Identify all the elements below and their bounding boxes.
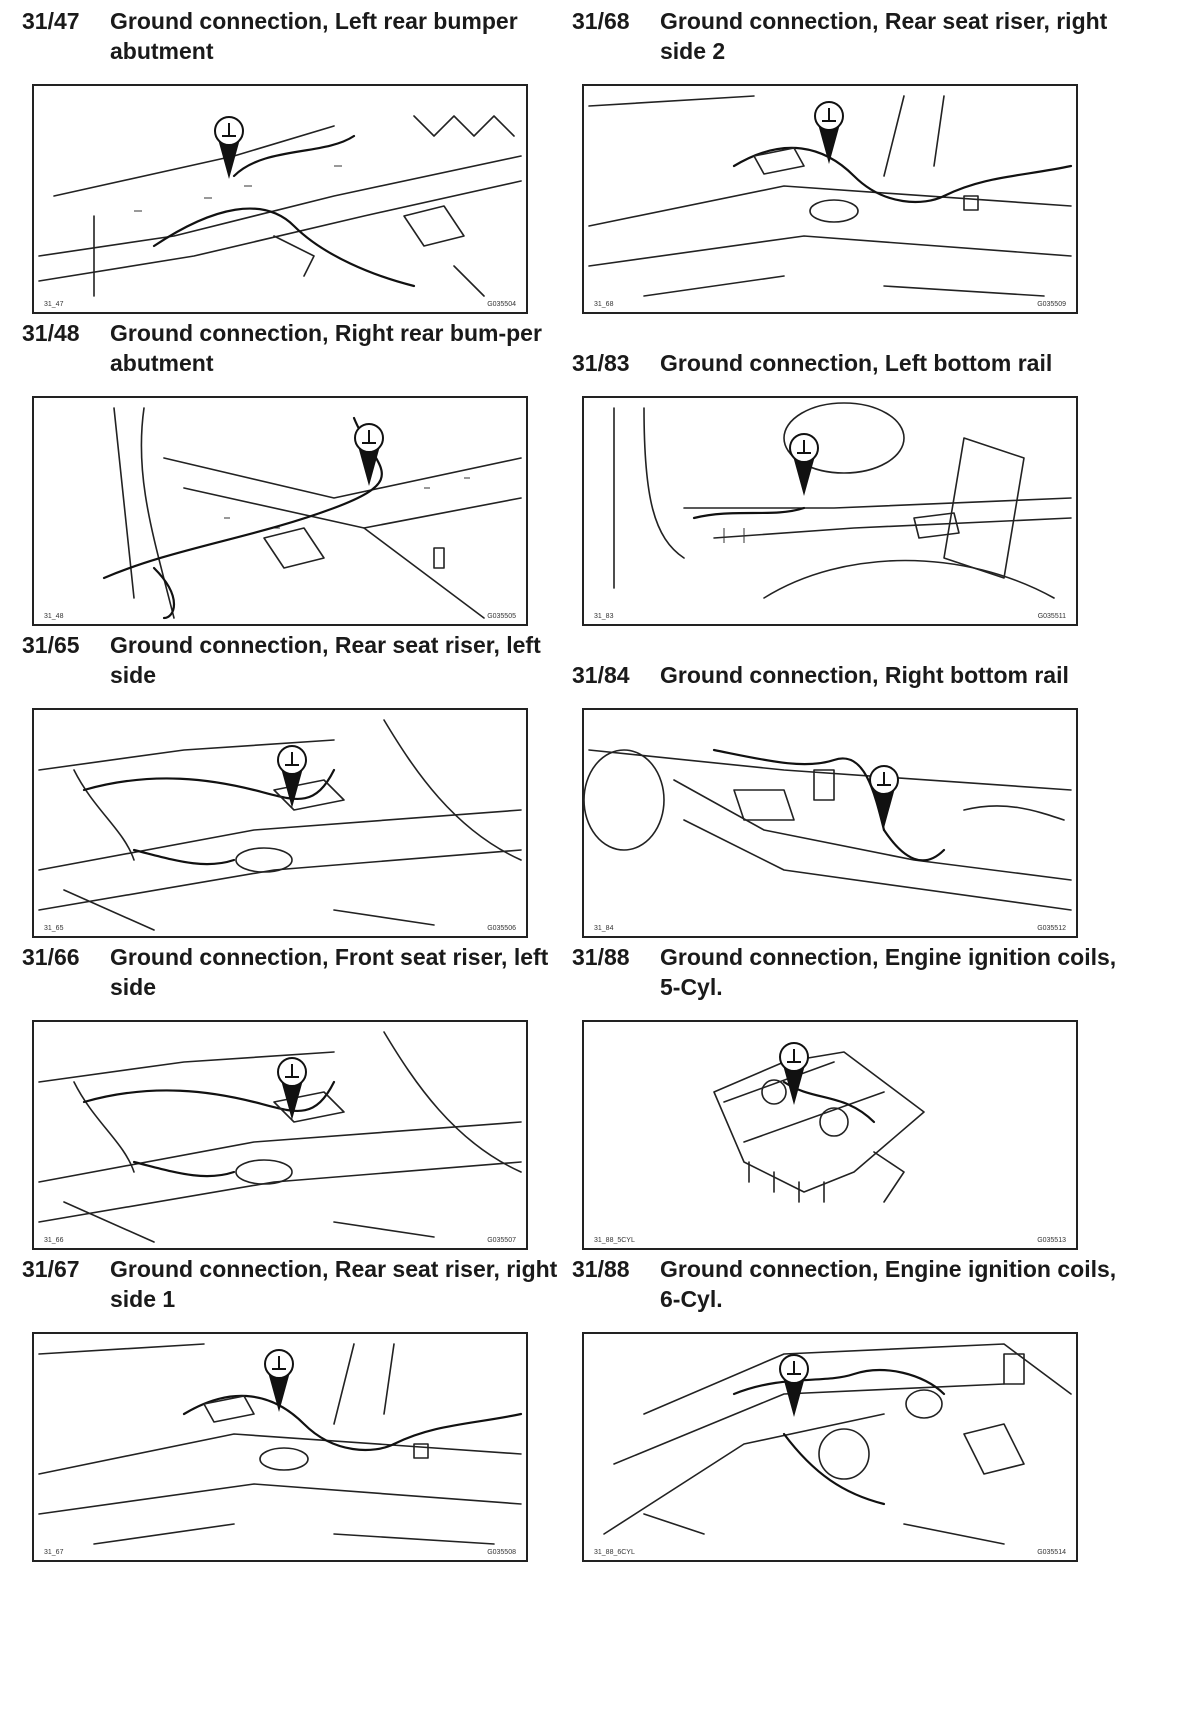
entry-heading: 31/83 Ground connection, Left bottom rai… [572, 348, 1132, 378]
entry-31-84: 31/84 Ground connection, Right bottom ra… [572, 660, 1132, 690]
figure-illustration [102, 407, 522, 620]
entry-title: Ground connection, Left bottom rail [660, 350, 1053, 376]
entry-code: 31/67 [22, 1256, 80, 1282]
figure-id: G035505 [487, 613, 516, 620]
figure-illustration [588, 95, 1073, 297]
figure-label: 31_83 [594, 613, 614, 620]
entry-code: 31/88 [572, 1256, 630, 1282]
entry-title: Ground connection, Engine ignition coils… [660, 944, 1117, 1000]
entry-title: Ground connection, Rear seat riser, righ… [110, 1256, 558, 1312]
entry-heading: 31/68 Ground connection, Rear seat riser… [572, 6, 1132, 66]
figure-31-84: 31_84 G035512 [582, 708, 1078, 938]
figure-31-88-6cyl: 31_88_6CYL G035514 [582, 1332, 1078, 1562]
figure-label: 31_66 [44, 1237, 64, 1244]
figure-id: G035509 [1037, 301, 1066, 308]
figure-illustration [38, 1031, 522, 1243]
figure-id: G035504 [487, 301, 516, 308]
figure-label: 31_68 [594, 301, 614, 308]
entry-heading: 31/66 Ground connection, Front seat rise… [22, 942, 582, 1002]
entry-title: Ground connection, Right rear bum-per ab… [110, 320, 542, 376]
figure-label: 31_47 [44, 301, 64, 308]
entry-heading: 31/88 Ground connection, Engine ignition… [572, 1254, 1132, 1314]
entry-31-65: 31/65 Ground connection, Rear seat riser… [22, 630, 582, 690]
ground-symbol-icon [789, 433, 819, 496]
figure-illustration [603, 1343, 1072, 1545]
entry-31-88-5cyl: 31/88 Ground connection, Engine ignition… [572, 942, 1132, 1002]
figure-id: G035507 [487, 1237, 516, 1244]
ground-symbol-icon [814, 101, 844, 164]
figure-31-67: 31_67 G035508 [32, 1332, 528, 1562]
figure-label: 31_48 [44, 613, 64, 620]
entry-title: Ground connection, Rear seat riser, righ… [660, 8, 1108, 64]
figure-illustration [38, 1343, 523, 1545]
figure-31-47: 31_47 G035504 [32, 84, 528, 314]
figure-label: 31_84 [594, 925, 614, 932]
figure-illustration [584, 748, 1072, 911]
entry-31-66: 31/66 Ground connection, Front seat rise… [22, 942, 582, 1002]
entry-title: Ground connection, Left rear bumper abut… [110, 8, 518, 64]
entry-31-88-6cyl: 31/88 Ground connection, Engine ignition… [572, 1254, 1132, 1314]
figure-id: G035513 [1037, 1237, 1066, 1244]
figure-id: G035514 [1037, 1549, 1066, 1556]
figure-label: 31_88_5CYL [594, 1237, 635, 1244]
figure-label: 31_88_6CYL [594, 1549, 635, 1556]
entry-heading: 31/48 Ground connection, Right rear bum-… [22, 318, 582, 378]
figure-id: G035511 [1037, 613, 1066, 620]
ground-symbol-icon [869, 765, 899, 828]
entry-heading: 31/47 Ground connection, Left rear bumpe… [22, 6, 582, 66]
figure-id: G035508 [487, 1549, 516, 1556]
figure-illustration [38, 719, 522, 931]
entry-title: Ground connection, Front seat riser, lef… [110, 944, 549, 1000]
entry-31-67: 31/67 Ground connection, Rear seat riser… [22, 1254, 582, 1314]
figure-illustration [38, 115, 522, 297]
entry-code: 31/47 [22, 8, 80, 34]
entry-31-47: 31/47 Ground connection, Left rear bumpe… [22, 6, 582, 66]
figure-id: G035512 [1037, 925, 1066, 932]
ground-symbol-icon [277, 745, 307, 808]
entry-code: 31/68 [572, 8, 630, 34]
ground-symbol-icon [779, 1354, 809, 1417]
figure-illustration [713, 1042, 925, 1203]
figure-31-88-5cyl: 31_88_5CYL G035513 [582, 1020, 1078, 1250]
ground-symbol-icon [779, 1042, 809, 1105]
entry-title: Ground connection, Right bottom rail [660, 662, 1069, 688]
entry-31-68: 31/68 Ground connection, Rear seat riser… [572, 6, 1132, 66]
ground-symbol-icon [264, 1349, 294, 1412]
entry-code: 31/48 [22, 320, 80, 346]
ground-symbol-icon [214, 116, 244, 179]
entry-heading: 31/84 Ground connection, Right bottom ra… [572, 660, 1132, 690]
figure-31-65: 31_65 G035506 [32, 708, 528, 938]
figure-31-48: 31_48 G035505 [32, 396, 528, 626]
entry-code: 31/84 [572, 662, 630, 688]
figure-id: G035506 [487, 925, 516, 932]
entry-31-83: 31/83 Ground connection, Left bottom rai… [572, 348, 1132, 378]
figure-label: 31_65 [44, 925, 64, 932]
entry-31-48: 31/48 Ground connection, Right rear bum-… [22, 318, 582, 378]
figure-label: 31_67 [44, 1549, 64, 1556]
ground-symbol-icon [277, 1057, 307, 1120]
entry-heading: 31/67 Ground connection, Rear seat riser… [22, 1254, 582, 1314]
entry-code: 31/88 [572, 944, 630, 970]
entry-code: 31/65 [22, 632, 80, 658]
entry-code: 31/66 [22, 944, 80, 970]
entry-title: Ground connection, Engine ignition coils… [660, 1256, 1117, 1312]
figure-31-66: 31_66 G035507 [32, 1020, 528, 1250]
ground-symbol-icon [354, 423, 384, 486]
figure-illustration [613, 402, 1072, 599]
entry-title: Ground connection, Rear seat riser, left… [110, 632, 541, 688]
figure-31-83: 31_83 G035511 [582, 396, 1078, 626]
entry-code: 31/83 [572, 350, 630, 376]
entry-heading: 31/65 Ground connection, Rear seat riser… [22, 630, 582, 690]
entry-heading: 31/88 Ground connection, Engine ignition… [572, 942, 1132, 1002]
figure-31-68: 31_68 G035509 [582, 84, 1078, 314]
